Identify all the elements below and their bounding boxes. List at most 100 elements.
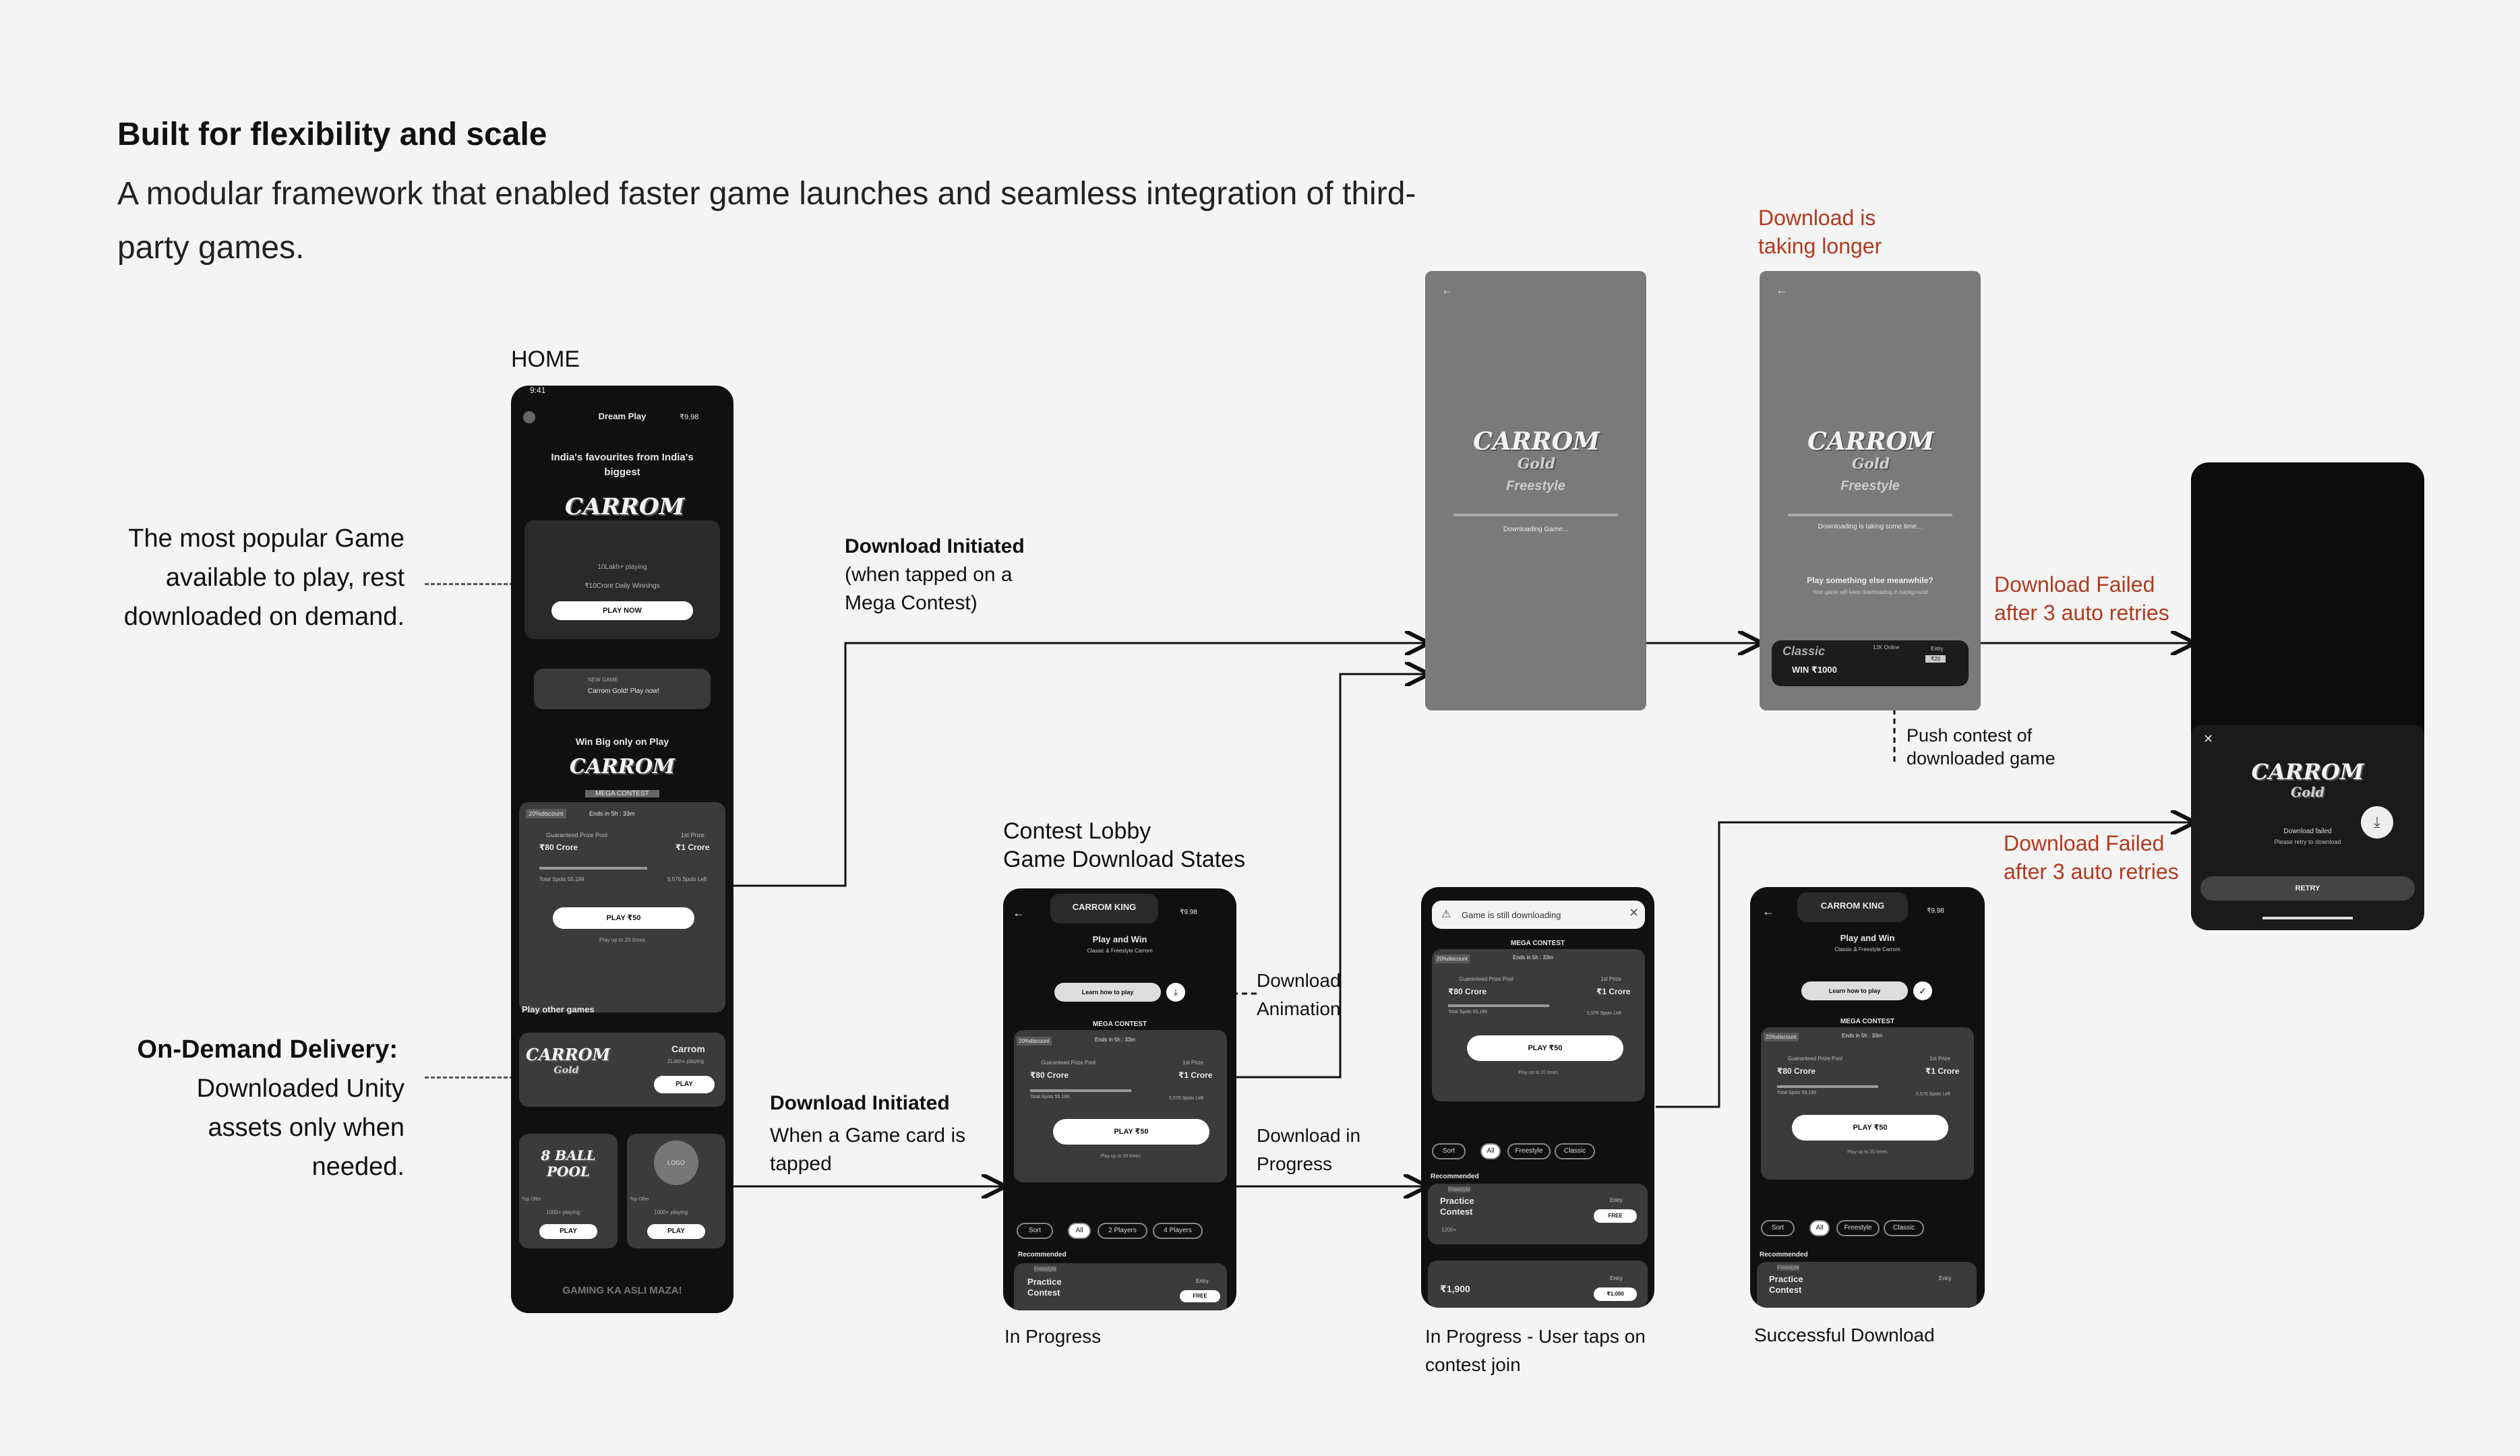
practice-contest-card[interactable]: Freestyle Practice Contest Entry bbox=[1757, 1262, 1977, 1308]
carrom-card-title: Carrom bbox=[671, 1043, 705, 1054]
label-dl-progress: Download in Progress bbox=[1257, 1125, 1361, 1174]
close-icon[interactable]: ✕ bbox=[1629, 906, 1640, 919]
play-upto: Play up to 20 times bbox=[1847, 1150, 1888, 1155]
top-offer-tag: Top Offer bbox=[522, 1197, 541, 1202]
play-50-button[interactable]: PLAY ₹50 bbox=[553, 907, 694, 929]
freestyle-tag: Freestyle bbox=[1777, 1265, 1799, 1271]
avatar[interactable] bbox=[523, 411, 535, 423]
win-big-title: Win Big only on Play bbox=[575, 736, 669, 747]
label-contest-lobby: Contest Lobby bbox=[1003, 818, 1151, 844]
new-game-banner[interactable]: NEW GAME Carrom Gold! Play now! bbox=[534, 669, 711, 709]
mega-contest-card[interactable]: 20%discount Ends in 5h : 33m Guaranteed … bbox=[1014, 1030, 1227, 1182]
recommended-title: Recommended bbox=[1018, 1251, 1067, 1258]
hero-card: 10Lakh+ playing ₹10Crore Daily Winnings … bbox=[524, 520, 720, 639]
contest-card-1900[interactable]: ₹1,900 Entry ₹1,000 bbox=[1428, 1261, 1648, 1308]
note-popular: The most popular Game available to play,… bbox=[123, 524, 404, 631]
filter-classic[interactable]: Classic bbox=[1555, 1143, 1595, 1159]
spots-left: 5,576 Spots Left bbox=[1916, 1092, 1950, 1097]
winners-count: 1200+ bbox=[1441, 1227, 1457, 1233]
mega-contest-card[interactable]: 20%discount Ends in 5h : 33m Guaranteed … bbox=[1432, 949, 1645, 1101]
push-contest-card[interactable]: Classic 12K Online WIN ₹1000 Entry ₹20 bbox=[1772, 640, 1969, 686]
learn-button[interactable]: Learn how to play bbox=[1801, 981, 1908, 1000]
play-now-button[interactable]: PLAY NOW bbox=[551, 601, 693, 620]
carrom-title: CARROM bbox=[569, 755, 676, 779]
freestyle-title: Freestyle bbox=[1506, 479, 1565, 493]
entry-label: Entry bbox=[1931, 646, 1944, 652]
lobby-phone-in-progress: ← CARROM KING ₹9.98 Play and Win Classic… bbox=[1003, 888, 1236, 1310]
lobby-title-card: CARROM KING bbox=[1797, 892, 1908, 922]
app-name: Dream Play bbox=[598, 411, 647, 421]
wallet-balance[interactable]: ₹9.98 bbox=[680, 413, 699, 421]
filter-freestyle[interactable]: Freestyle bbox=[1836, 1220, 1880, 1236]
first-prize-value: ₹1 Crore bbox=[1925, 1066, 1960, 1076]
discount-tag: 20%discount bbox=[1435, 954, 1470, 963]
first-prize-value: ₹1 Crore bbox=[1596, 987, 1631, 996]
total-spots: Total Spots 55,199 bbox=[1777, 1091, 1816, 1095]
filter-freestyle[interactable]: Freestyle bbox=[1507, 1143, 1551, 1159]
failed-text: Download failed bbox=[2283, 828, 2332, 835]
filter-all[interactable]: All bbox=[1809, 1220, 1830, 1236]
guaranteed-value: ₹80 Crore bbox=[539, 843, 578, 852]
entry-label: Entry bbox=[1939, 1275, 1952, 1281]
pool-game-card[interactable]: 8 BALL POOL Top Offer 1000+ playing PLAY bbox=[519, 1134, 618, 1248]
other-play-button[interactable]: PLAY bbox=[647, 1224, 705, 1239]
filter-all[interactable]: All bbox=[1068, 1223, 1091, 1239]
mega-contest-card[interactable]: 20%discount Ends in 5h : 33m Guaranteed … bbox=[519, 802, 725, 1012]
lobby-balance[interactable]: ₹9.98 bbox=[1927, 907, 1944, 915]
free-button[interactable]: FREE bbox=[1594, 1209, 1637, 1223]
banner-text: Carrom Gold! Play now! bbox=[588, 688, 660, 695]
other-game-card[interactable]: LOGO Top Offer 1000+ playing PLAY bbox=[627, 1134, 725, 1248]
practice-contest-card[interactable]: Freestyle Practice Contest Entry FREE bbox=[1014, 1263, 1227, 1310]
carrom-play-button[interactable]: PLAY bbox=[654, 1076, 715, 1093]
spots-left: 5,576 Spots Left bbox=[1587, 1011, 1621, 1016]
label-dl-animation: Download Animation bbox=[1257, 970, 1341, 1019]
back-arrow-icon[interactable]: ← bbox=[1013, 906, 1025, 919]
filter-sort[interactable]: Sort bbox=[1761, 1220, 1795, 1236]
filter-sort[interactable]: Sort bbox=[1432, 1143, 1466, 1159]
entry-value[interactable]: ₹20 bbox=[1925, 655, 1946, 663]
play-50-button[interactable]: PLAY ₹50 bbox=[1792, 1115, 1948, 1141]
lobby-title: CARROM KING bbox=[1072, 902, 1137, 912]
retry-button[interactable]: RETRY bbox=[2200, 876, 2415, 901]
play-50-button[interactable]: PLAY ₹50 bbox=[1467, 1035, 1623, 1061]
home-phone: 9:41 Dream Play ₹9.98 India's favourites… bbox=[511, 386, 733, 1313]
entry-1000-button[interactable]: ₹1,000 bbox=[1594, 1287, 1637, 1301]
pool-play-button[interactable]: PLAY bbox=[539, 1224, 597, 1239]
label-taking-longer: Download is taking longer bbox=[1758, 206, 1882, 258]
spots-progress bbox=[1777, 1085, 1878, 1088]
carrom-card-players: 2Lakh+ playing bbox=[667, 1058, 704, 1064]
mega-contest-tag: MEGA CONTEST bbox=[1092, 1021, 1147, 1028]
back-arrow-icon[interactable]: ← bbox=[1441, 283, 1453, 297]
first-prize-value: ₹1 Crore bbox=[676, 843, 710, 852]
close-icon[interactable]: ✕ bbox=[2203, 732, 2214, 746]
free-button[interactable]: FREE bbox=[1180, 1290, 1220, 1302]
back-arrow-icon[interactable]: ← bbox=[1762, 905, 1774, 918]
download-icon[interactable]: ⤓ bbox=[2361, 806, 2393, 839]
play-win-sub: Classic & Freestyle Carrom bbox=[1834, 946, 1900, 952]
filter-2-players[interactable]: 2 Players bbox=[1098, 1223, 1147, 1239]
practice-title: Practice Contest bbox=[1027, 1277, 1062, 1298]
filter-classic[interactable]: Classic bbox=[1884, 1220, 1924, 1236]
learn-button[interactable]: Learn how to play bbox=[1054, 983, 1161, 1002]
play-upto: Play up to 20 times bbox=[1100, 1154, 1141, 1159]
download-progress bbox=[1788, 514, 1952, 516]
spots-progress bbox=[1030, 1089, 1131, 1092]
practice-contest-card[interactable]: Freestyle Practice Contest 1200+ Entry F… bbox=[1428, 1184, 1648, 1244]
ends-in: Ends in 5h : 33m bbox=[589, 810, 635, 817]
filter-all[interactable]: All bbox=[1480, 1143, 1501, 1159]
freestyle-tag: Freestyle bbox=[1448, 1186, 1470, 1192]
filter-4-players[interactable]: 4 Players bbox=[1153, 1223, 1203, 1239]
filter-sort[interactable]: Sort bbox=[1017, 1223, 1053, 1239]
first-prize-label: 1st Prize bbox=[1929, 1056, 1951, 1062]
back-arrow-icon[interactable]: ← bbox=[1776, 283, 1788, 297]
banner-tag: NEW GAME bbox=[588, 677, 618, 683]
mega-contest-card[interactable]: 20%discount Ends in 5h : 33m Guaranteed … bbox=[1761, 1027, 1974, 1180]
lobby-title-card: CARROM KING bbox=[1050, 894, 1158, 923]
lobby-balance[interactable]: ₹9.98 bbox=[1180, 909, 1197, 916]
play-50-button[interactable]: PLAY ₹50 bbox=[1053, 1119, 1209, 1145]
